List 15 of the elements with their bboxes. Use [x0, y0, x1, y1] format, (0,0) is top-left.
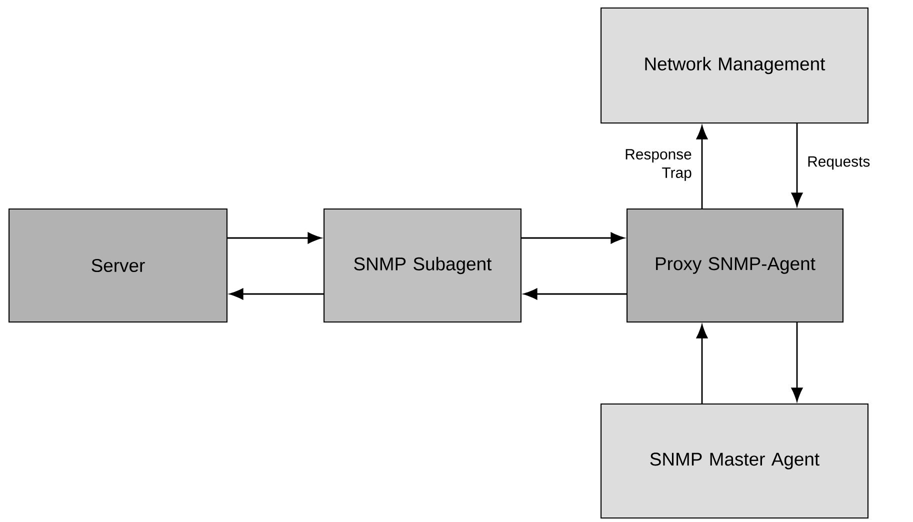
- edge-label: Response Trap: [626, 149, 692, 181]
- arrow: [230, 288, 324, 300]
- process-box: Proxy SNMP-Agent: [626, 208, 844, 323]
- process-box: Server: [8, 208, 228, 323]
- edge-label: Requests: [808, 156, 870, 170]
- process-box: SNMP Subagent: [324, 208, 522, 323]
- arrow: [524, 288, 626, 300]
- arrow: [791, 124, 803, 206]
- process-box: Network Management: [600, 8, 868, 124]
- arrow: [696, 126, 708, 208]
- process-box: SNMP Master Agent: [600, 403, 868, 519]
- arrow: [696, 324, 708, 404]
- arrow: [522, 232, 624, 244]
- arrow: [228, 232, 322, 244]
- arrow: [791, 322, 803, 402]
